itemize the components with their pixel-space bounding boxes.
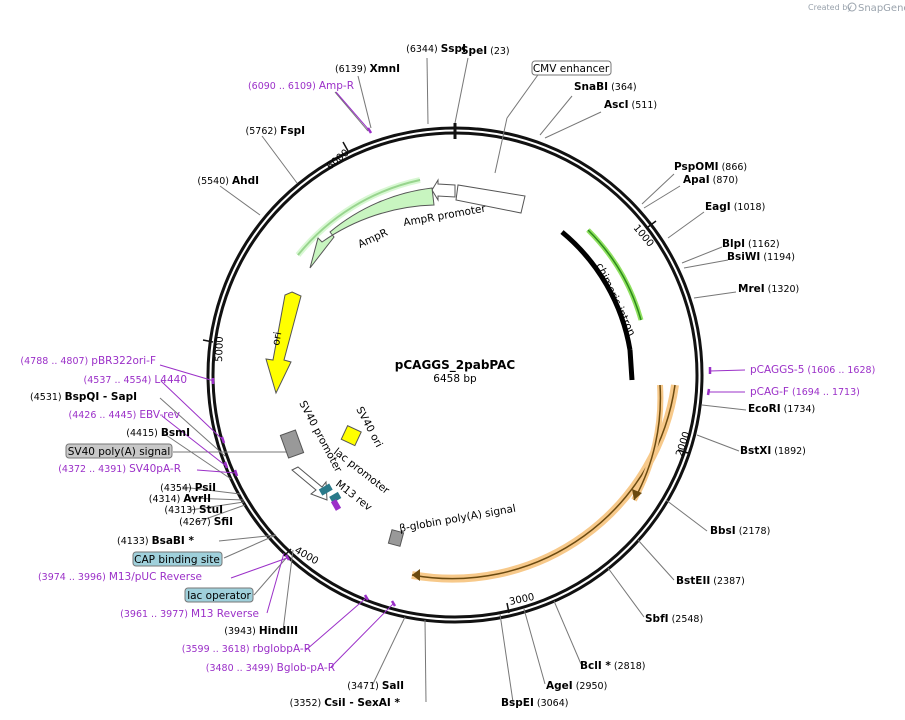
- site-label-10: BstXI (1892): [740, 445, 806, 457]
- svg-text:CMV enhancer: CMV enhancer: [533, 63, 610, 75]
- svg-text:CAP binding site: CAP binding site: [134, 554, 220, 566]
- sv40-ori-label: SV40 ori: [353, 405, 384, 450]
- boxed-feature-cmv-enhancer: CMV enhancer: [531, 60, 612, 76]
- credit-prefix: Created by: [808, 3, 852, 12]
- tick-3000: 3000: [508, 592, 535, 608]
- ampr-label: AmpR: [356, 227, 390, 251]
- site-label-1: SnaBI (364): [574, 81, 637, 93]
- site-label-9: EcoRI (1734): [748, 403, 815, 415]
- restriction-site-labels: SpeI (23) SnaBI (364) AscI (511) PspOMI (86…: [30, 43, 815, 709]
- chimeric-intron-feature: [560, 230, 635, 381]
- primer-label-2: (6090 .. 6109) Amp-R: [248, 80, 354, 92]
- site-label-27: (5540) AhdI: [197, 175, 259, 187]
- primer-label-3: (4788 .. 4807) pBR322ori-F: [20, 355, 156, 367]
- sv40-promoter-label: SV40 promoter: [296, 399, 344, 475]
- tick-6000: 6000: [325, 148, 352, 173]
- snapgene-logo-icon: [847, 2, 857, 12]
- site-label-12: BstEII (2387): [676, 575, 745, 587]
- site-label-8: MreI (1320): [738, 283, 799, 295]
- site-label-15: AgeI (2950): [546, 680, 607, 692]
- primer-label-8: (3961 .. 3977) M13 Reverse: [120, 608, 259, 620]
- chimeric-intron-label: chimeric intron: [593, 261, 637, 338]
- primer-labels: pCAGGS-5 (1606 .. 1628) pCAG-F (1694 .. 1…: [20, 80, 875, 674]
- m13-rev-feature: [330, 499, 342, 511]
- lac-operator-feature: [329, 491, 342, 503]
- cmv-enhancer-feature: [455, 184, 526, 214]
- sv40-poly-a-feature: [279, 429, 305, 459]
- site-label-3: PspOMI (866): [674, 161, 747, 173]
- site-label-5: EagI (1018): [705, 201, 765, 213]
- site-label-24: (4354) PsiI: [160, 482, 216, 494]
- site-label-7: BsiWI (1194): [727, 251, 795, 263]
- tick-marks: [202, 141, 689, 614]
- site-label-18: (3471) SalI: [347, 680, 404, 692]
- boxed-feature-sv40-poly-a: SV40 poly(A) signal: [65, 443, 173, 459]
- site-label-30: (6344) SspI: [406, 43, 466, 55]
- primer-label-0: pCAGGS-5 (1606 .. 1628): [750, 364, 875, 376]
- primer-label-4: (4537 .. 4554) L4440: [84, 374, 187, 386]
- cap-binding-feature: [318, 483, 333, 496]
- site-label-28: (5762) FspI: [246, 125, 305, 137]
- site-label-13: SbfI (2548): [645, 613, 703, 625]
- lac-promoter-arrow: [291, 466, 328, 501]
- primer-label-10: (3480 .. 3499) Bglob-pA-R: [206, 662, 335, 674]
- site-label-4: ApaI (870): [683, 174, 738, 186]
- site-label-17: (3352) CsiI - SexAI *: [290, 697, 401, 709]
- sv40-ori-feature: [340, 425, 362, 447]
- primer-label-7: (3974 .. 3996) M13/pUC Reverse: [38, 571, 202, 583]
- primer-marks: [211, 127, 712, 607]
- site-label-26: (4531) BspQI - SapI: [30, 391, 137, 403]
- site-label-14: BclI * (2818): [580, 660, 646, 672]
- backbone-ring: [206, 123, 704, 624]
- site-label-29: (6139) XmnI: [335, 63, 400, 75]
- ampr-promoter-arrow: [431, 178, 456, 202]
- primer-label-9: (3599 .. 3618) rbglobpA-R: [182, 643, 311, 655]
- primer-leader-lines: [159, 91, 746, 668]
- boxed-feature-lac-operator: lac operator: [184, 587, 254, 603]
- leader-lines: [159, 57, 747, 703]
- credit-brand: SnapGene: [858, 3, 905, 14]
- plasmid-size: 6458 bp: [433, 373, 477, 385]
- site-label-21: (4267) SfiI: [179, 516, 233, 528]
- beta-globin-label: β-globin poly(A) signal: [398, 503, 516, 535]
- site-label-16: BspEI (3064): [501, 697, 568, 709]
- ori-label: ori: [270, 331, 284, 347]
- site-label-0: SpeI (23): [461, 45, 510, 57]
- site-label-2: AscI (511): [604, 99, 657, 111]
- plasmid-name: pCAGGS_2pabPAC: [395, 358, 516, 373]
- site-label-20: (4133) BsaBI *: [117, 535, 195, 547]
- ori-feature: [265, 291, 302, 395]
- site-label-6: BlpI (1162): [722, 238, 780, 250]
- site-label-22: (4313) StuI: [164, 504, 223, 516]
- boxed-feature-cap-binding: CAP binding site: [132, 551, 223, 567]
- site-label-19: (3943) HindIII: [224, 625, 298, 637]
- primer-label-5: (4426 .. 4445) EBV-rev: [68, 409, 180, 421]
- primer-label-6: (4372 .. 4391) SV40pA-R: [58, 463, 181, 475]
- pag-feature: [411, 384, 679, 583]
- svg-text:SV40 poly(A) signal: SV40 poly(A) signal: [68, 446, 171, 458]
- primer-label-1: pCAG-F (1694 .. 1713): [750, 386, 860, 398]
- site-label-23: (4314) AvrII: [149, 493, 211, 505]
- site-label-25: (4415) BsmI: [126, 427, 190, 439]
- svg-text:lac operator: lac operator: [187, 590, 251, 602]
- tick-5000: 5000: [214, 336, 226, 362]
- beta-globin-feature: [387, 529, 405, 547]
- ampr-feature: [309, 187, 435, 269]
- site-label-11: BbsI (2178): [710, 525, 770, 537]
